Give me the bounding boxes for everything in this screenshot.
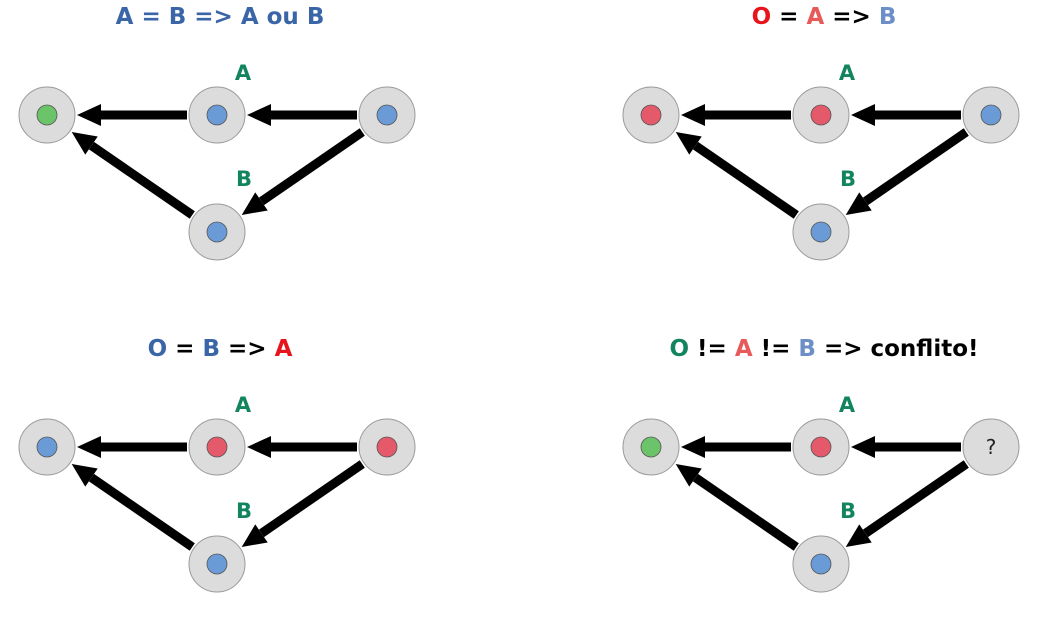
title-part: !=	[752, 336, 799, 362]
node-a	[792, 418, 850, 476]
title-part: => conflito!	[815, 336, 979, 362]
merge-diagram: AB	[18, 393, 416, 593]
edge-src-to-b	[241, 128, 365, 215]
node-label-b: B	[236, 499, 252, 523]
node-o	[18, 86, 76, 144]
title-part: A	[274, 336, 293, 362]
panel-title: O = A => B	[604, 4, 1044, 30]
edge-src-to-a	[247, 436, 357, 458]
node-src-dot	[376, 436, 398, 458]
title-part: =>	[824, 4, 879, 30]
title-part: A	[115, 4, 134, 30]
merge-diagram: ? A B	[622, 393, 1020, 593]
title-part: A	[806, 4, 825, 30]
title-part: =>	[186, 4, 241, 30]
node-src	[358, 418, 416, 476]
panel-4: O != A != B => conflito! ? A B	[604, 332, 1058, 622]
node-a-dot	[810, 104, 832, 126]
node-src-text: ?	[986, 435, 997, 459]
node-b-dot	[206, 553, 228, 575]
edge-a-to-o	[681, 436, 791, 458]
panel-title: A = B => A ou B	[0, 4, 440, 30]
edge-src-to-b	[845, 460, 969, 547]
node-b	[792, 203, 850, 261]
node-a-dot	[810, 436, 832, 458]
node-b	[792, 535, 850, 593]
node-label-a: A	[235, 393, 252, 417]
panel-title: O = B => A	[0, 336, 440, 362]
title-part: =	[771, 4, 807, 30]
node-a	[188, 86, 246, 144]
title-part: =	[133, 4, 169, 30]
node-label-b: B	[840, 167, 856, 191]
edge-a-to-o	[77, 104, 187, 126]
node-src	[358, 86, 416, 144]
edge-src-to-b	[241, 460, 365, 547]
node-o-dot	[36, 104, 58, 126]
title-part: B	[202, 336, 220, 362]
node-b	[188, 203, 246, 261]
edge-b-to-o	[71, 132, 195, 219]
panel-title: O != A != B => conflito!	[604, 336, 1044, 362]
title-part: B	[168, 4, 187, 30]
edge-b-to-o	[675, 132, 799, 219]
title-part: B	[798, 336, 816, 362]
node-o	[18, 418, 76, 476]
node-o-dot	[640, 436, 662, 458]
edge-a-to-o	[77, 436, 187, 458]
node-label-a: A	[839, 393, 856, 417]
edge-src-to-a	[851, 104, 961, 126]
node-b-dot	[206, 221, 228, 243]
node-o	[622, 418, 680, 476]
node-label-b: B	[236, 167, 252, 191]
node-src-dot	[376, 104, 398, 126]
title-part: O	[147, 336, 168, 362]
edge-a-to-o	[681, 104, 791, 126]
node-a	[188, 418, 246, 476]
edge-b-to-o	[71, 464, 195, 551]
node-a-dot	[206, 436, 228, 458]
node-src: ?	[962, 418, 1020, 476]
node-o-dot	[36, 436, 58, 458]
node-b	[188, 535, 246, 593]
merge-diagram: AB	[18, 61, 416, 261]
title-part: A	[734, 336, 753, 362]
title-part: B	[878, 4, 897, 30]
node-label-a: A	[235, 61, 252, 85]
merge-diagram: AB	[622, 61, 1020, 261]
node-b-dot	[810, 221, 832, 243]
node-label-a: A	[839, 61, 856, 85]
node-src-dot	[980, 104, 1002, 126]
edge-src-to-a	[851, 436, 961, 458]
node-b-dot	[810, 553, 832, 575]
title-part: =	[167, 336, 203, 362]
title-part: !=	[689, 336, 735, 362]
edge-src-to-b	[845, 128, 969, 215]
node-src	[962, 86, 1020, 144]
node-o-dot	[640, 104, 662, 126]
node-o	[622, 86, 680, 144]
title-part: O	[669, 336, 690, 362]
node-a-dot	[206, 104, 228, 126]
node-a	[792, 86, 850, 144]
node-label-b: B	[840, 499, 856, 523]
title-part: O	[751, 4, 772, 30]
edge-src-to-a	[247, 104, 357, 126]
title-part: A ou B	[240, 4, 325, 30]
title-part: =>	[220, 336, 275, 362]
edge-b-to-o	[675, 464, 799, 551]
